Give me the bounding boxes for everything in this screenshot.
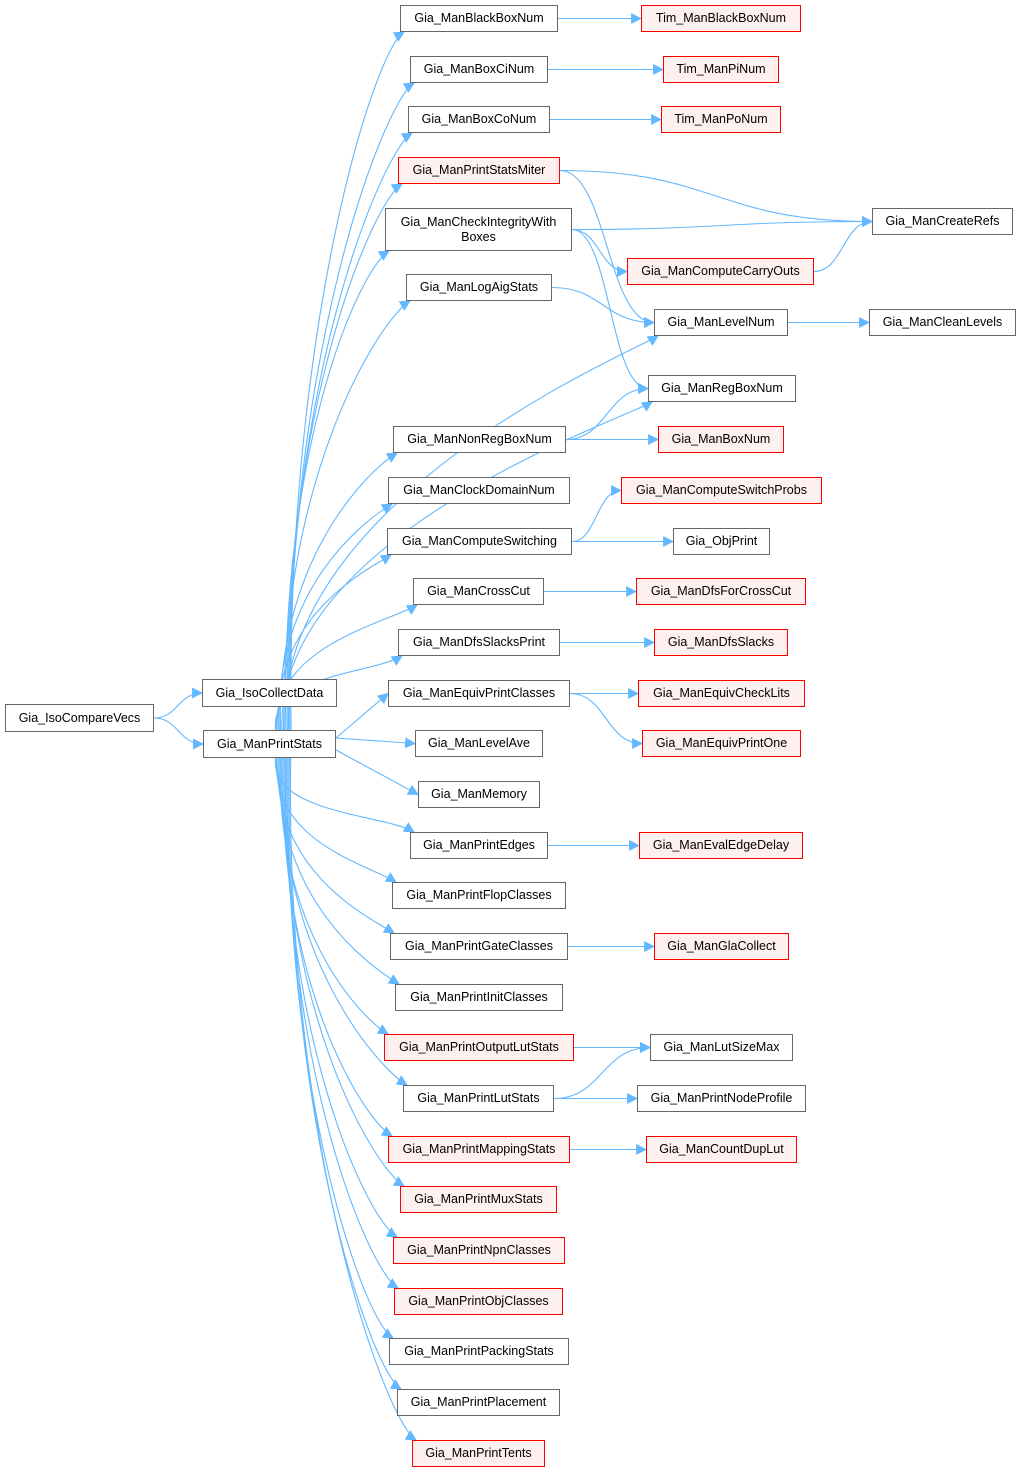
node-gia-manprintnodeprofile[interactable]: Gia_ManPrintNodeProfile [637, 1085, 806, 1112]
edge-stats-to-outlut [279, 757, 389, 1035]
node-gia-mancomputeswitchprobs[interactable]: Gia_ManComputeSwitchProbs [621, 477, 822, 504]
node-gia-mancomputeswitching[interactable]: Gia_ManComputeSwitching [387, 528, 572, 555]
node-gia-manregboxnum[interactable]: Gia_ManRegBoxNum [648, 375, 796, 402]
edge-stats-to-crosscut [276, 604, 418, 731]
node-gia-manprintpackingstats[interactable]: Gia_ManPrintPackingStats [389, 1338, 569, 1365]
node-gia-manboxcinum[interactable]: Gia_ManBoxCiNum [410, 56, 548, 83]
node-gia-manprintplacement[interactable]: Gia_ManPrintPlacement [397, 1389, 560, 1416]
node-gia-manequivprintclasses[interactable]: Gia_ManEquivPrintClasses [388, 680, 570, 707]
node-gia-mancrosscut[interactable]: Gia_ManCrossCut [413, 578, 544, 605]
node-gia-mancheckintegritywithboxes[interactable]: Gia_ManCheckIntegrityWith Boxes [385, 208, 572, 251]
node-gia-manprintmuxstats[interactable]: Gia_ManPrintMuxStats [400, 1186, 557, 1213]
edge-root-to-stats [153, 717, 205, 750]
edge-stats-to-packing [287, 757, 394, 1339]
edge-stats-to-logaig [283, 300, 411, 731]
node-tim-manpinum[interactable]: Tim_ManPiNum [663, 56, 779, 83]
node-gia-manprintnpnclasses[interactable]: Gia_ManPrintNpnClasses [393, 1237, 565, 1264]
edge-stats-to-blackbox [290, 31, 405, 731]
edge-stats-to-levelave [335, 737, 417, 749]
node-gia-manprintflopclasses[interactable]: Gia_ManPrintFlopClasses [392, 882, 566, 909]
node-gia-mandfsslacksprint[interactable]: Gia_ManDfsSlacksPrint [398, 629, 560, 656]
edge-equivpc-to-printone [569, 692, 644, 749]
edge-stats-to-memory [335, 749, 419, 796]
node-gia-manclockdomainnum[interactable]: Gia_ManClockDomainNum [388, 477, 570, 504]
edge-miter-to-createrefs [559, 169, 874, 227]
node-gia-mancomputecarryouts[interactable]: Gia_ManComputeCarryOuts [627, 258, 814, 285]
node-gia-manglacollect[interactable]: Gia_ManGlaCollect [654, 933, 789, 960]
node-gia-manlogaigstats[interactable]: Gia_ManLogAigStats [406, 274, 552, 301]
node-gia-manboxnum[interactable]: Gia_ManBoxNum [658, 426, 784, 453]
edge-stats-to-tents [289, 757, 417, 1441]
node-gia-manprintobjclasses[interactable]: Gia_ManPrintObjClasses [394, 1288, 563, 1315]
node-gia-mandfsslacks[interactable]: Gia_ManDfsSlacks [654, 629, 788, 656]
edge-compsw-to-swprobs [571, 485, 623, 543]
node-gia-manprintedges[interactable]: Gia_ManPrintEdges [410, 832, 548, 859]
edge-checkint-to-carryouts [571, 228, 629, 277]
edge-stats-to-printedges [274, 757, 415, 833]
edge-stats-to-dfsslp [274, 655, 403, 731]
node-gia-manprinttents[interactable]: Gia_ManPrintTents [412, 1440, 545, 1467]
node-gia-manprintoutputlutstats[interactable]: Gia_ManPrintOutputLutStats [384, 1034, 574, 1061]
edge-stats-to-equivpc [335, 692, 389, 739]
node-gia-isocomparevecs: Gia_IsoCompareVecs [5, 704, 154, 732]
node-gia-manevaledgedelay[interactable]: Gia_ManEvalEdgeDelay [639, 832, 803, 859]
node-gia-mandfsforcrosscut[interactable]: Gia_ManDfsForCrossCut [636, 578, 806, 605]
node-gia-mancreaterefs[interactable]: Gia_ManCreateRefs [872, 208, 1013, 235]
edge-miter-to-levelnum [559, 169, 656, 328]
edge-stats-to-mapstats [282, 757, 393, 1137]
edge-root-to-collect [153, 687, 204, 719]
node-gia-manprintinitclasses[interactable]: Gia_ManPrintInitClasses [395, 984, 563, 1011]
node-gia-manblackboxnum[interactable]: Gia_ManBlackBoxNum [400, 5, 558, 32]
node-gia-mannonregboxnum[interactable]: Gia_ManNonRegBoxNum [393, 426, 566, 453]
node-gia-mancountduplut[interactable]: Gia_ManCountDupLut [646, 1136, 797, 1163]
node-gia-objprint[interactable]: Gia_ObjPrint [673, 528, 770, 555]
node-gia-manequivprintone[interactable]: Gia_ManEquivPrintOne [642, 730, 801, 757]
node-tim-manblackboxnum[interactable]: Tim_ManBlackBoxNum [641, 5, 801, 32]
edge-nonreg-to-regbox [565, 383, 650, 441]
edge-checkint-to-createrefs [571, 216, 874, 231]
node-gia-manlevelnum[interactable]: Gia_ManLevelNum [654, 309, 788, 336]
edge-stats-to-gatecl [277, 757, 395, 934]
edge-lutstats-to-lutsizemax [553, 1042, 652, 1100]
node-tim-manponum[interactable]: Tim_ManPoNum [661, 106, 781, 133]
node-gia-manmemory[interactable]: Gia_ManMemory [418, 781, 540, 808]
edge-stats-to-checkint [285, 250, 390, 731]
node-gia-manboxconum[interactable]: Gia_ManBoxCoNum [408, 106, 550, 133]
node-gia-manequivchecklits[interactable]: Gia_ManEquivCheckLits [638, 680, 805, 707]
edge-stats-to-placement [288, 757, 402, 1390]
node-gia-manprintlutstats[interactable]: Gia_ManPrintLutStats [403, 1085, 554, 1112]
edge-stats-to-boxci [289, 82, 415, 731]
edge-carryouts-to-createrefs [813, 216, 874, 273]
node-gia-manlutsizemax[interactable]: Gia_ManLutSizeMax [650, 1034, 793, 1061]
node-gia-manprintmappingstats[interactable]: Gia_ManPrintMappingStats [388, 1136, 570, 1163]
node-gia-isocollectdata[interactable]: Gia_IsoCollectData [202, 679, 337, 707]
node-gia-manprintstatsmiter[interactable]: Gia_ManPrintStatsMiter [398, 157, 560, 184]
node-gia-manprintstats[interactable]: Gia_ManPrintStats [203, 730, 336, 758]
node-gia-manprintgateclasses[interactable]: Gia_ManPrintGateClasses [390, 933, 568, 960]
node-gia-manlevelave[interactable]: Gia_ManLevelAve [415, 730, 543, 757]
node-gia-mancleanlevels[interactable]: Gia_ManCleanLevels [869, 309, 1016, 336]
edge-logaig-to-levelnum [551, 286, 656, 328]
